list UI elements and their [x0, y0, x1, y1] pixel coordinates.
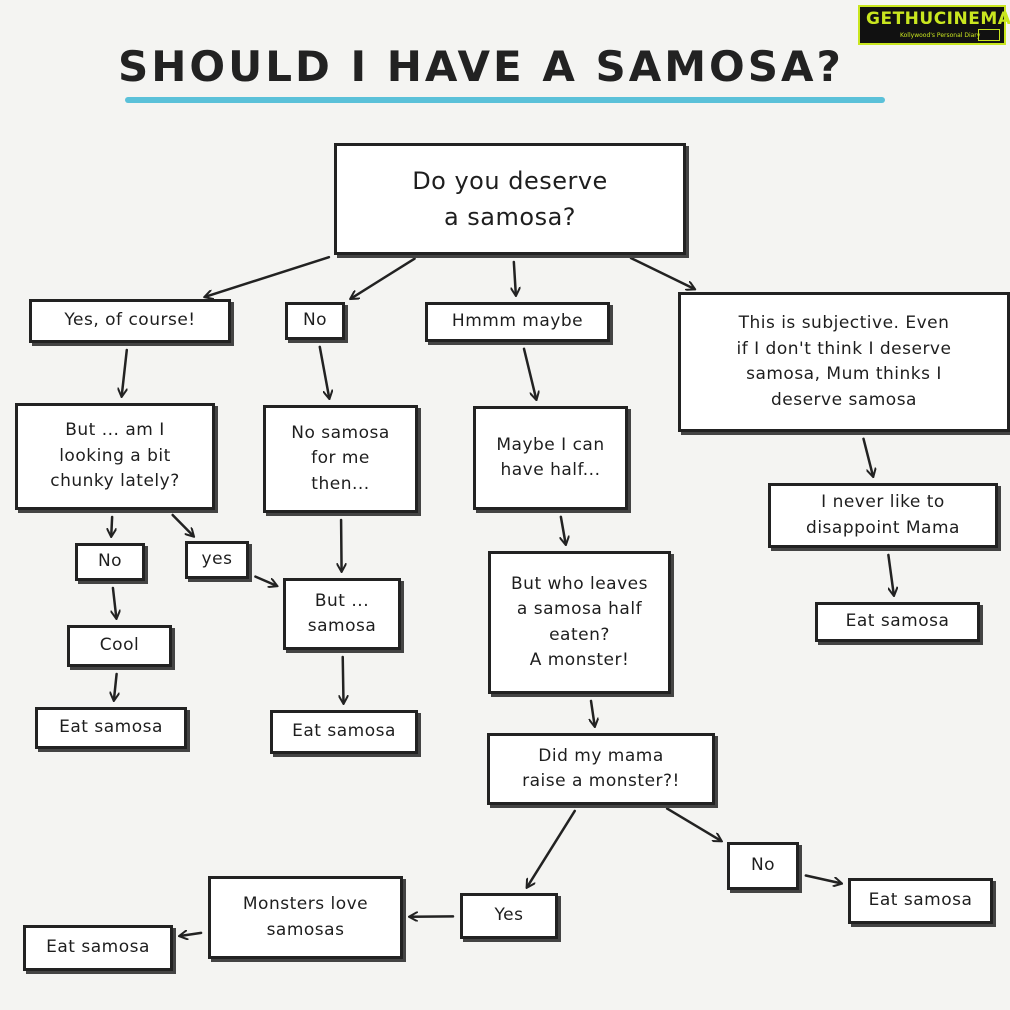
arrow-chunky-to-no-2 [111, 515, 112, 536]
node-subjective: This is subjective. Even if I don't thin… [678, 292, 1010, 432]
arrow-who-leaves-to-raise-monster [591, 699, 595, 726]
film-strip-icon [978, 29, 1000, 41]
arrow-yes-course-to-chunky [122, 348, 129, 396]
arrow-but-samosa-to-eat-2 [343, 655, 344, 703]
arrow-chunky-to-yes-2 [171, 513, 194, 536]
node-raise-monster: Did my mama raise a monster?! [487, 733, 715, 805]
arrow-raise-monster-to-no-3 [665, 807, 721, 841]
node-half: Maybe I can have half... [473, 406, 628, 510]
node-eat-4: Eat samosa [23, 925, 173, 971]
arrow-no-2-to-cool [113, 586, 116, 618]
logo-tagline: Kollywood's Personal Diary [900, 32, 981, 39]
arrow-cool-to-eat-1 [114, 672, 117, 700]
logo-name: GETHUCINEMA [866, 9, 1010, 29]
node-no-samosa: No samosa for me then... [263, 405, 418, 513]
node-yes-3: Yes [460, 893, 558, 939]
arrow-hmm-to-half [522, 347, 536, 399]
arrow-raise-monster-to-yes-3 [527, 809, 577, 887]
arrow-monsters-love-to-eat-4 [180, 933, 203, 936]
arrow-q1-to-subjective [629, 256, 694, 289]
title-underline [125, 97, 885, 103]
node-eat-1: Eat samosa [35, 707, 187, 749]
node-no-2: No [75, 543, 145, 581]
node-cool: Cool [67, 625, 172, 667]
arrow-q1-to-no-1 [351, 257, 416, 299]
arrow-no-1-to-no-samosa [318, 345, 329, 398]
node-who-leaves: But who leaves a samosa half eaten? A mo… [488, 551, 671, 694]
arrow-q1-to-yes-course [205, 255, 331, 297]
node-hmm: Hmmm maybe [425, 302, 610, 342]
node-yes-course: Yes, of course! [29, 299, 231, 343]
node-eat-2: Eat samosa [270, 710, 418, 754]
node-yes-2: yes [185, 541, 249, 579]
node-monsters-love: Monsters love samosas [208, 876, 403, 959]
gethucinema-logo: GETHUCINEMA Kollywood's Personal Diary [858, 5, 1010, 45]
node-no-3: No [727, 842, 799, 890]
page-title: SHOULD I HAVE A SAMOSA? [118, 42, 844, 91]
arrow-no-3-to-eat-3 [804, 874, 841, 884]
arrow-q1-to-hmm [514, 260, 516, 295]
node-but-samosa: But ... samosa [283, 578, 401, 650]
arrow-half-to-who-leaves [561, 515, 566, 544]
arrow-subjective-to-disappoint [862, 437, 874, 476]
node-disappoint: I never like to disappoint Mama [768, 483, 998, 548]
node-eat-right: Eat samosa [815, 602, 980, 642]
arrow-disappoint-to-eat-right [887, 553, 893, 595]
node-no-1: No [285, 302, 345, 340]
node-eat-3: Eat samosa [848, 878, 993, 924]
arrow-yes-2-to-but-samosa [254, 575, 276, 586]
node-q1: Do you deserve a samosa? [334, 143, 686, 255]
node-chunky: But ... am I looking a bit chunky lately… [15, 403, 215, 510]
